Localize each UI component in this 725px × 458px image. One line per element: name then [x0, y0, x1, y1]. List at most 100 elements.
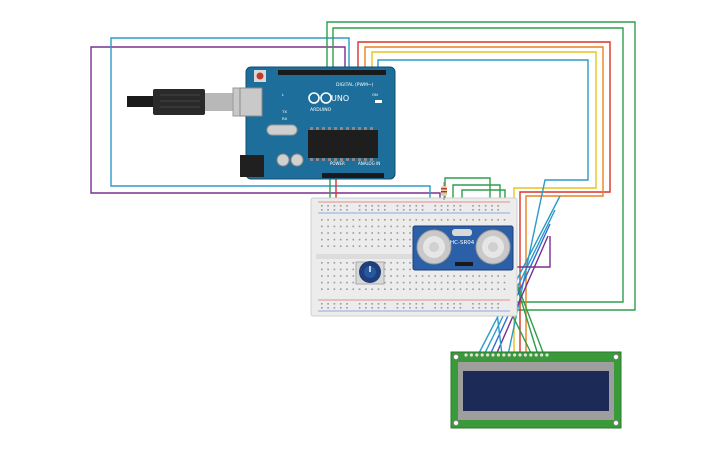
breadboard-hole	[365, 288, 367, 290]
breadboard-hole	[352, 225, 355, 228]
wire-green-top-1[interactable]	[326, 21, 636, 311]
breadboard-hole	[333, 209, 336, 211]
breadboard-hole	[377, 288, 380, 290]
breadboard-hole	[339, 225, 342, 228]
breadboard-hole	[377, 219, 380, 221]
potentiometer-icon[interactable]	[355, 261, 385, 285]
breadboard-hole	[396, 288, 399, 290]
breadboard-hole	[333, 219, 336, 221]
breadboard-hole	[478, 303, 481, 305]
breadboard-hole	[402, 268, 405, 271]
breadboard-hole	[484, 219, 487, 221]
breadboard-hole	[346, 245, 348, 247]
lcd-pin	[534, 353, 538, 357]
breadboard-hole	[421, 307, 424, 309]
breadboard-hole	[409, 205, 411, 207]
breadboard-hole	[365, 205, 367, 207]
breadboard-hole	[371, 225, 373, 228]
breadboard-hole	[339, 303, 342, 305]
breadboard-hole	[402, 275, 405, 277]
lcd-pin	[507, 353, 511, 357]
breadboard-hole	[396, 232, 399, 234]
reset-button-icon[interactable]	[254, 70, 266, 82]
breadboard-hole	[390, 232, 392, 234]
breadboard-hole	[402, 232, 405, 234]
breadboard-hole	[333, 288, 336, 290]
lcd-pin	[502, 353, 506, 357]
breadboard-hole	[384, 238, 386, 241]
breadboard-hole	[478, 307, 481, 309]
breadboard-hole	[434, 219, 436, 221]
breadboard-hole	[333, 262, 336, 264]
breadboard-hole	[371, 232, 373, 234]
breadboard-hole	[453, 281, 455, 284]
breadboard-hole	[465, 281, 468, 284]
wire-lcd-cyan-1[interactable]	[477, 195, 561, 356]
breadboard-hole	[365, 303, 367, 305]
breadboard-hole	[472, 219, 474, 221]
breadboard-hole	[465, 219, 468, 221]
breadboard-hole	[384, 205, 386, 207]
breadboard-hole	[333, 281, 336, 284]
breadboard-hole	[491, 303, 493, 305]
breadboard-hole	[396, 303, 399, 305]
arduino-uno-board[interactable]: DIGITAL (PWM~) UNO ARDUINO TX RX L ON PO…	[239, 66, 396, 180]
wire-bb-green-1[interactable]	[444, 177, 491, 200]
on-label: ON	[372, 92, 378, 97]
wire-cyan-right[interactable]	[377, 59, 589, 356]
wire-red[interactable]	[357, 41, 611, 355]
breadboard-hole	[402, 288, 405, 290]
analog-header-label: ANALOG IN	[358, 161, 380, 166]
breadboard-hole	[491, 281, 493, 284]
breadboard-hole	[453, 205, 455, 207]
wire-cyan-left[interactable]	[110, 37, 431, 200]
breadboard-hole	[491, 205, 493, 207]
wire-green-top-2[interactable]	[332, 27, 624, 303]
breadboard-hole	[409, 232, 411, 234]
breadboard-hole	[377, 303, 380, 305]
breadboard-hole	[396, 281, 399, 284]
breadboard-hole	[365, 232, 367, 234]
resistor-icon[interactable]	[441, 182, 447, 200]
breadboard-hole	[421, 288, 424, 290]
wire-purple-left[interactable]	[90, 46, 441, 200]
breadboard-hole	[440, 219, 443, 221]
wire-lcd-cyan-2[interactable]	[483, 209, 556, 356]
breadboard-hole	[503, 275, 506, 277]
breadboard-hole	[497, 209, 499, 211]
breadboard-hole	[339, 275, 342, 277]
breadboard-hole	[491, 288, 493, 290]
wire-lcd-purple[interactable]	[495, 235, 549, 356]
lcd-pin	[518, 353, 522, 357]
breadboard-hole	[352, 288, 355, 290]
breadboard-hole	[339, 219, 342, 221]
breadboard-hole	[390, 262, 392, 264]
lcd-pin	[475, 353, 479, 357]
breadboard-hole	[371, 238, 373, 241]
breadboard-hole	[333, 303, 336, 305]
breadboard-hole	[384, 281, 386, 284]
breadboard-hole	[377, 225, 380, 228]
breadboard-hole	[346, 262, 348, 264]
breadboard-hole	[402, 225, 405, 228]
breadboard-hole	[333, 225, 336, 228]
breadboard-hole	[346, 205, 348, 207]
lcd-display[interactable]	[450, 351, 622, 429]
breadboard-hole	[396, 268, 399, 271]
breadboard-hole	[453, 275, 455, 277]
lcd-pin	[480, 353, 484, 357]
breadboard-hole	[459, 209, 462, 211]
wire-orange[interactable]	[364, 46, 604, 355]
breadboard-hole	[339, 288, 342, 290]
breadboard-hole	[377, 209, 380, 211]
breadboard-hole	[327, 288, 329, 290]
breadboard-hole	[459, 281, 462, 284]
breadboard-hole	[440, 209, 443, 211]
breadboard-hole	[390, 219, 392, 221]
breadboard-hole	[371, 307, 373, 309]
ultrasonic-sensor[interactable]: HC-SR04	[412, 225, 514, 271]
breadboard-hole	[428, 281, 430, 284]
breadboard-hole	[421, 275, 424, 277]
breadboard-hole	[346, 238, 348, 241]
breadboard-hole	[421, 219, 424, 221]
